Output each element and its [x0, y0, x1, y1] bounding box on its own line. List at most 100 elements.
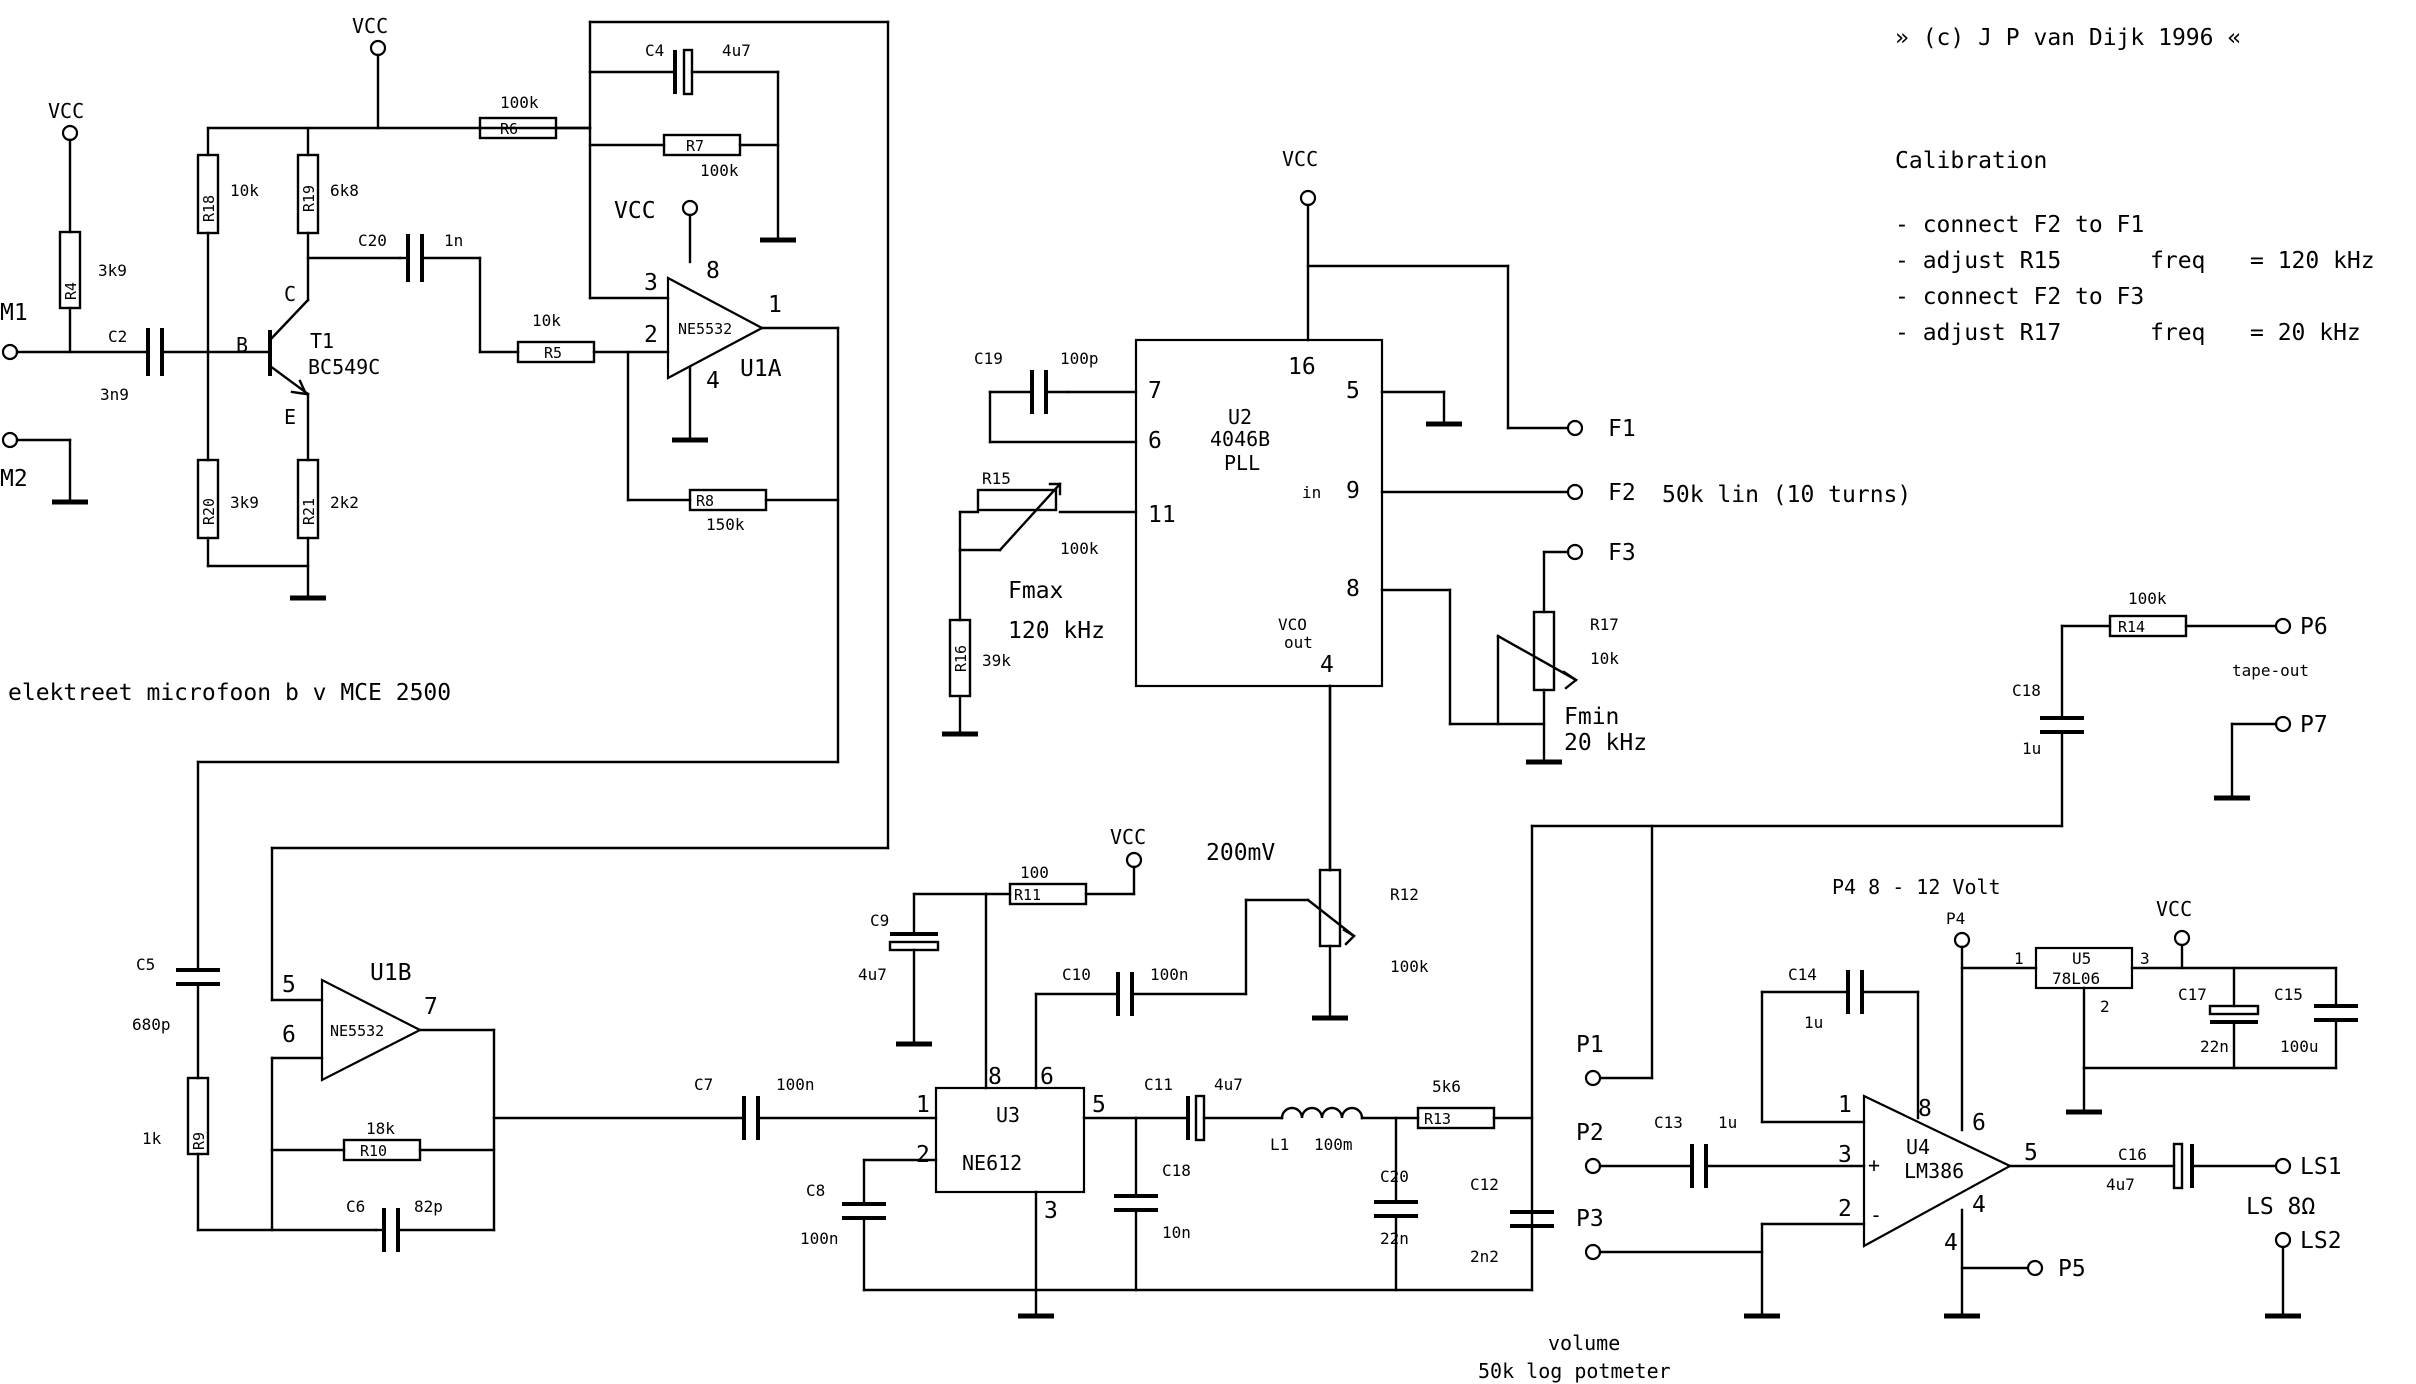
r20-ref: R20 — [200, 498, 218, 525]
connector-f1[interactable] — [1566, 419, 1584, 437]
ls1-label: LS1 — [2300, 1154, 2342, 1180]
calibration-step-2-value: = 120 kHz — [2250, 248, 2375, 274]
p6-label: P6 — [2300, 614, 2328, 640]
c16-value: 22n — [2200, 1037, 2229, 1056]
connector-p4[interactable] — [1953, 931, 1971, 949]
calibration-step-1: - connect F2 to F1 — [1895, 212, 2144, 238]
mixer-section: C7 100n U3 NE612 1 2 8 6 5 3 VCC R11 100… — [694, 684, 1671, 1383]
c14-ref: C14 — [1788, 965, 1817, 984]
connector-ls2[interactable] — [2274, 1231, 2292, 1249]
l1-value: 100m — [1314, 1135, 1353, 1154]
capacitor-c16-plate-a — [2208, 1004, 2260, 1016]
r13-value: 5k6 — [1432, 1077, 1461, 1096]
u1a-ref: U1A — [740, 356, 782, 382]
c6-value: 82p — [414, 1197, 443, 1216]
c11-value: 4u7 — [1214, 1075, 1243, 1094]
connector-p5[interactable] — [2026, 1259, 2044, 1277]
ic-u3-ne612 — [934, 1086, 1086, 1194]
calibration-step-4-value: = 20 kHz — [2250, 320, 2361, 346]
connector-f2[interactable] — [1566, 483, 1584, 501]
opamp-u1a: NE5532 U1A 3 2 1 8 4 — [644, 258, 782, 394]
fmin-value: 20 kHz — [1564, 730, 1647, 756]
r9-ref: R9 — [190, 1132, 208, 1150]
c10-ref: C10 — [1062, 965, 1091, 984]
u1a-pin8: 8 — [706, 258, 720, 284]
tape-out-note: tape-out — [2232, 661, 2309, 680]
r10-value: 18k — [366, 1119, 395, 1138]
r17-value: 10k — [1590, 649, 1619, 668]
c18-mixer-value: 10n — [1162, 1223, 1191, 1242]
u3-pin6: 6 — [1040, 1064, 1054, 1090]
u1b-pin5: 5 — [282, 972, 296, 998]
c2-ref: C2 — [108, 327, 127, 346]
t1-type: BC549C — [308, 355, 380, 379]
connector-f3[interactable] — [1566, 543, 1584, 561]
u3-pin3: 3 — [1044, 1198, 1058, 1224]
c13-ref: C13 — [1654, 1113, 1683, 1132]
l1-ref: L1 — [1270, 1135, 1289, 1154]
connector-m1 — [1, 343, 19, 361]
c7-ref: C7 — [694, 1075, 713, 1094]
r18-value: 10k — [230, 181, 259, 200]
r16-value: 39k — [982, 651, 1011, 670]
connector-p2[interactable] — [1584, 1157, 1602, 1175]
p2-label: P2 — [1576, 1120, 1604, 1146]
vcc-label-u2: VCC — [1282, 147, 1318, 171]
volume-note-2: 50k log potmeter — [1478, 1359, 1671, 1383]
fmax-label: Fmax — [1008, 578, 1063, 604]
potentiometer-r12 — [1306, 868, 1356, 948]
capacitor-c15-plate-a — [2172, 1142, 2184, 1190]
c14-value: 1u — [1804, 1013, 1823, 1032]
vcc-terminal-u1a — [681, 199, 699, 217]
u4-pin6: 6 — [1972, 1110, 1986, 1136]
volume-note-1: volume — [1548, 1331, 1620, 1355]
t1-collector-label: C — [284, 282, 296, 306]
vcc-terminal-u2 — [1299, 189, 1317, 207]
u4-pin1: 1 — [1838, 1092, 1852, 1118]
m2-label: M2 — [0, 466, 28, 492]
u1b-ref: U1B — [370, 960, 412, 986]
ls2-label: LS2 — [2300, 1228, 2342, 1254]
r5-value: 10k — [532, 311, 561, 330]
vcc-label-u5: VCC — [2156, 897, 2192, 921]
u2-pin6: 6 — [1148, 428, 1162, 454]
u1b-pin6: 6 — [282, 1022, 296, 1048]
c4-value: 4u7 — [722, 41, 751, 60]
p4-label: P4 — [1946, 909, 1965, 928]
c7-value: 100n — [776, 1075, 815, 1094]
c12-ref: C12 — [1470, 1175, 1499, 1194]
opamp-u1b: NE5532 U1B 5 6 7 — [282, 960, 438, 1082]
u3-pin8: 8 — [988, 1064, 1002, 1090]
c18-tape-value: 1u — [2022, 739, 2041, 758]
calibration-step-2: - adjust R15 — [1895, 248, 2061, 274]
vcc-terminal-top — [369, 39, 387, 57]
c2-value: 3n9 — [100, 385, 129, 404]
r12-ref: R12 — [1390, 885, 1419, 904]
u3-pin2: 2 — [916, 1142, 930, 1168]
u5-pin2: 2 — [2100, 997, 2110, 1016]
m1-label: M1 — [0, 300, 28, 326]
u1a-part: NE5532 — [678, 320, 732, 338]
r4-ref: R4 — [62, 282, 80, 300]
r19-ref: R19 — [300, 185, 318, 212]
c5-ref: C5 — [136, 955, 155, 974]
u1b-section: C5 680p R9 1k NE5532 U1B 5 6 7 R10 18k — [132, 760, 890, 1252]
r4-value: 3k9 — [98, 261, 127, 280]
r17-ref: R17 — [1590, 615, 1619, 634]
connector-p6[interactable] — [2274, 617, 2292, 635]
u3-ref: U3 — [996, 1103, 1020, 1127]
connector-p3[interactable] — [1584, 1243, 1602, 1261]
connector-p1[interactable] — [1584, 1069, 1602, 1087]
r5-ref: R5 — [544, 344, 562, 362]
r14-ref: R14 — [2118, 618, 2145, 636]
connector-ls1[interactable] — [2274, 1157, 2292, 1175]
c18-tape-ref: C18 — [2012, 681, 2041, 700]
connector-p7[interactable] — [2274, 715, 2292, 733]
fmin-label: Fmin — [1564, 704, 1619, 730]
c6-ref: C6 — [346, 1197, 365, 1216]
u5-pin3: 3 — [2140, 949, 2150, 968]
u2-in: in — [1302, 483, 1321, 502]
c4-ref: C4 — [645, 41, 664, 60]
fmax-value: 120 kHz — [1008, 618, 1105, 644]
c15-ref: C16 — [2118, 1145, 2147, 1164]
